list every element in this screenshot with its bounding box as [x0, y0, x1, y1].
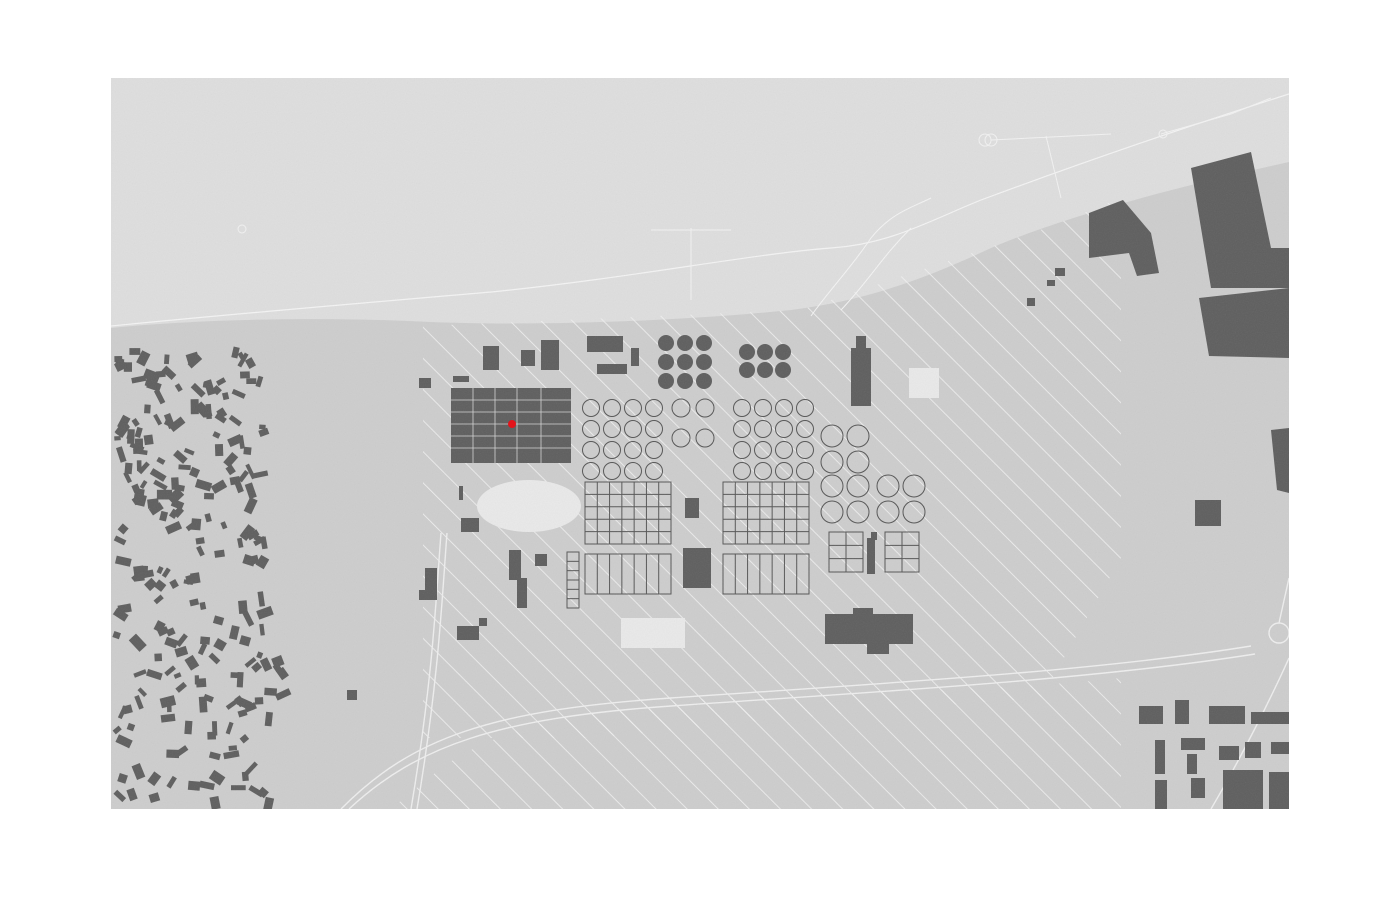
- site-plan-map[interactable]: [111, 78, 1289, 809]
- location-dot-icon[interactable]: [508, 420, 516, 428]
- map-canvas: [111, 78, 1289, 809]
- paper-grain: [111, 78, 1289, 809]
